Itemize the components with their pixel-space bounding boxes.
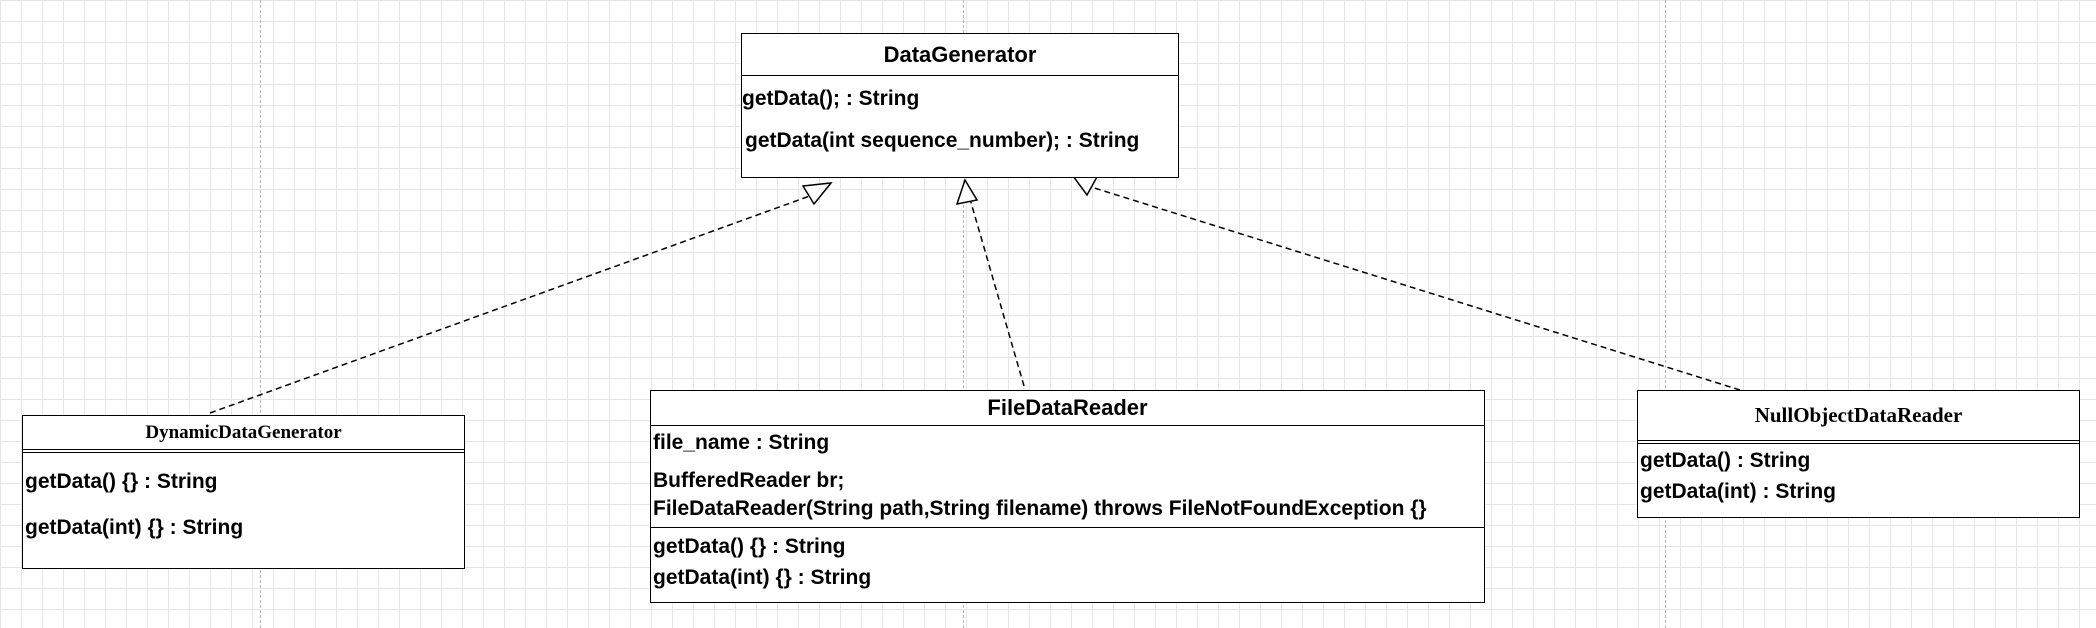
page-guide-line — [963, 0, 964, 628]
class-name: DataGenerator — [742, 34, 1178, 76]
class-name: NullObjectDataReader — [1638, 391, 2079, 444]
operation: getData() {} : String — [25, 470, 218, 493]
operation: getData() {} : String — [653, 535, 846, 558]
class-box-datagenerator[interactable]: DataGenerator getData(); : String getDat… — [741, 33, 1179, 178]
realization-edge-nullobject[interactable] — [1087, 185, 1741, 391]
class-box-dynamicdatagenerator[interactable]: DynamicDataGenerator getData() {} : Stri… — [22, 415, 465, 569]
page-guide-line — [260, 0, 261, 628]
realization-edge-dynamic[interactable] — [209, 192, 819, 414]
realization-edge-filereader[interactable] — [969, 198, 1025, 387]
page-guide-line — [1665, 0, 1666, 628]
class-box-filedatareader[interactable]: FileDataReader file_name : String Buffer… — [650, 390, 1485, 603]
operation: getData(int) : String — [1640, 480, 1836, 503]
attribute: file_name : String — [653, 431, 830, 454]
operations-section: getData(); : String getData(int sequence… — [742, 76, 1178, 165]
constructor: FileDataReader(String path,String filena… — [653, 497, 1427, 520]
operation: getData(int) {} : String — [653, 566, 872, 589]
class-name: FileDataReader — [651, 391, 1484, 426]
operation: getData() : String — [1640, 449, 1811, 472]
operation: getData(); : String — [742, 87, 920, 110]
operations-section: getData() {} : String getData(int) {} : … — [651, 528, 1484, 593]
operations-section: getData() : String getData(int) : String — [1638, 444, 2079, 507]
class-box-nullobjectdatareader[interactable]: NullObjectDataReader getData() : String … — [1637, 390, 2080, 518]
realization-arrowhead-dynamic — [801, 182, 833, 206]
operations-section: getData() {} : String getData(int) {} : … — [23, 453, 464, 553]
class-name: DynamicDataGenerator — [23, 416, 464, 453]
realization-arrowhead-filereader — [955, 178, 979, 205]
realization-arrowhead-nullobject — [1071, 175, 1099, 197]
operation: getData(int sequence_number); : String — [745, 129, 1140, 152]
attribute: BufferedReader br; — [653, 469, 845, 492]
operation: getData(int) {} : String — [25, 516, 244, 539]
attributes-section: file_name : String BufferedReader br; Fi… — [651, 426, 1484, 528]
